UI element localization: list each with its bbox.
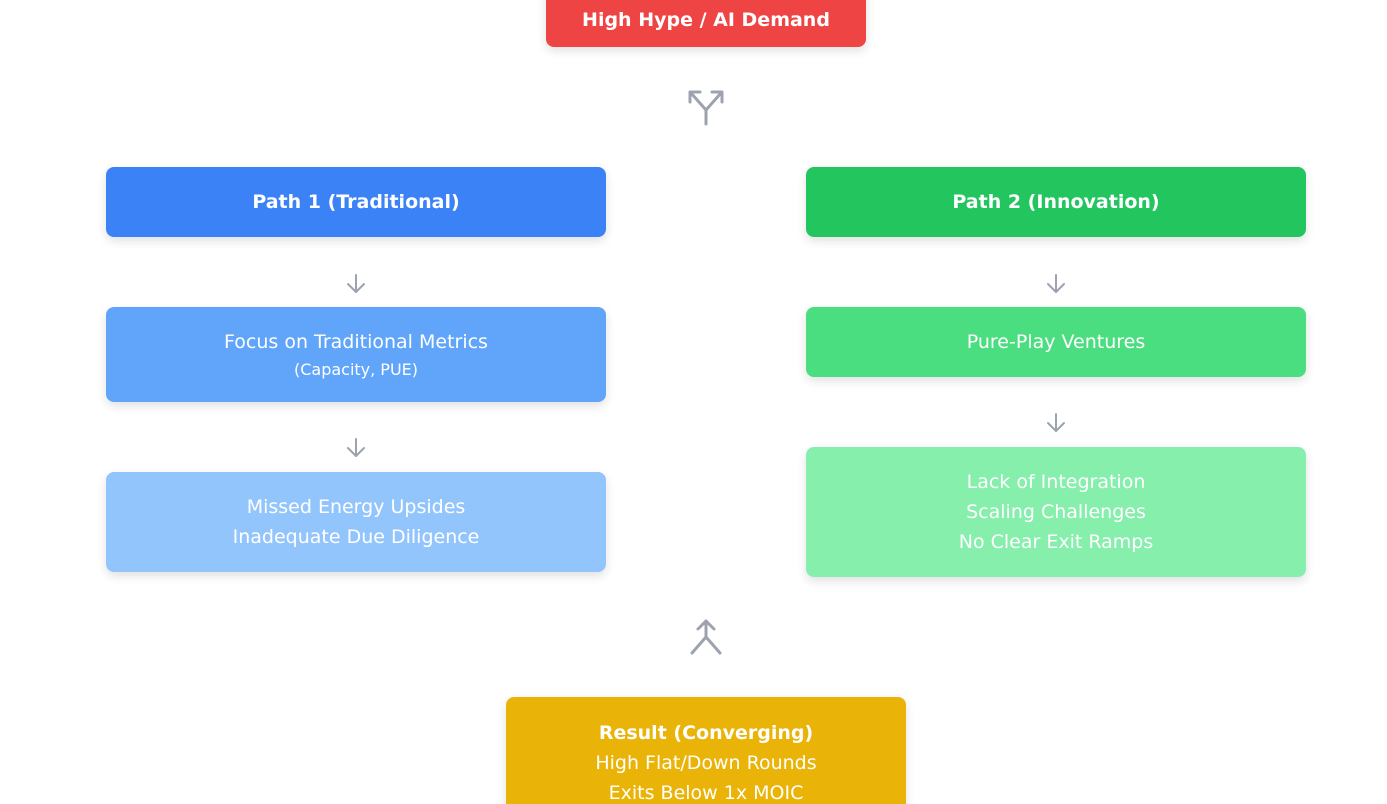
path1-focus-sub: (Capacity, PUE) [293, 359, 419, 379]
path1-header: Path 1 (Traditional) [106, 167, 606, 237]
path1-header-label: Path 1 (Traditional) [252, 191, 460, 213]
path2-lack-node: Lack of Integration Scaling Challenges N… [806, 447, 1306, 577]
arrow-down-icon [1044, 411, 1068, 435]
result-title: Result (Converging) [598, 722, 814, 744]
arrow-down-icon [1044, 272, 1068, 296]
path1-missed-node: Missed Energy Upsides Inadequate Due Dil… [106, 472, 606, 572]
path2-header-label: Path 2 (Innovation) [952, 191, 1160, 213]
result-line2: Exits Below 1x MOIC [608, 782, 804, 804]
merge-arrow-icon [686, 617, 726, 657]
path2-lack-line1: Lack of Integration [966, 471, 1146, 493]
hype-node: High Hype / AI Demand [546, 0, 866, 47]
path2-lack-line2: Scaling Challenges [966, 501, 1146, 523]
path1-missed-line1: Missed Energy Upsides [246, 496, 466, 518]
arrow-down-icon [344, 272, 368, 296]
result-node: Result (Converging) High Flat/Down Round… [506, 697, 906, 804]
path1-focus-title: Focus on Traditional Metrics [224, 330, 488, 353]
result-line1: High Flat/Down Rounds [595, 752, 817, 774]
path2-lack-line3: No Clear Exit Ramps [958, 531, 1154, 553]
path1-focus-node: Focus on Traditional Metrics (Capacity, … [106, 307, 606, 402]
path2-header: Path 2 (Innovation) [806, 167, 1306, 237]
path2-ventures-label: Pure-Play Ventures [966, 331, 1146, 353]
arrow-down-icon [344, 436, 368, 460]
path2-ventures-node: Pure-Play Ventures [806, 307, 1306, 377]
hype-node-label: High Hype / AI Demand [582, 8, 830, 31]
path1-missed-line2: Inadequate Due Diligence [232, 526, 480, 548]
split-arrow-icon [686, 88, 726, 128]
